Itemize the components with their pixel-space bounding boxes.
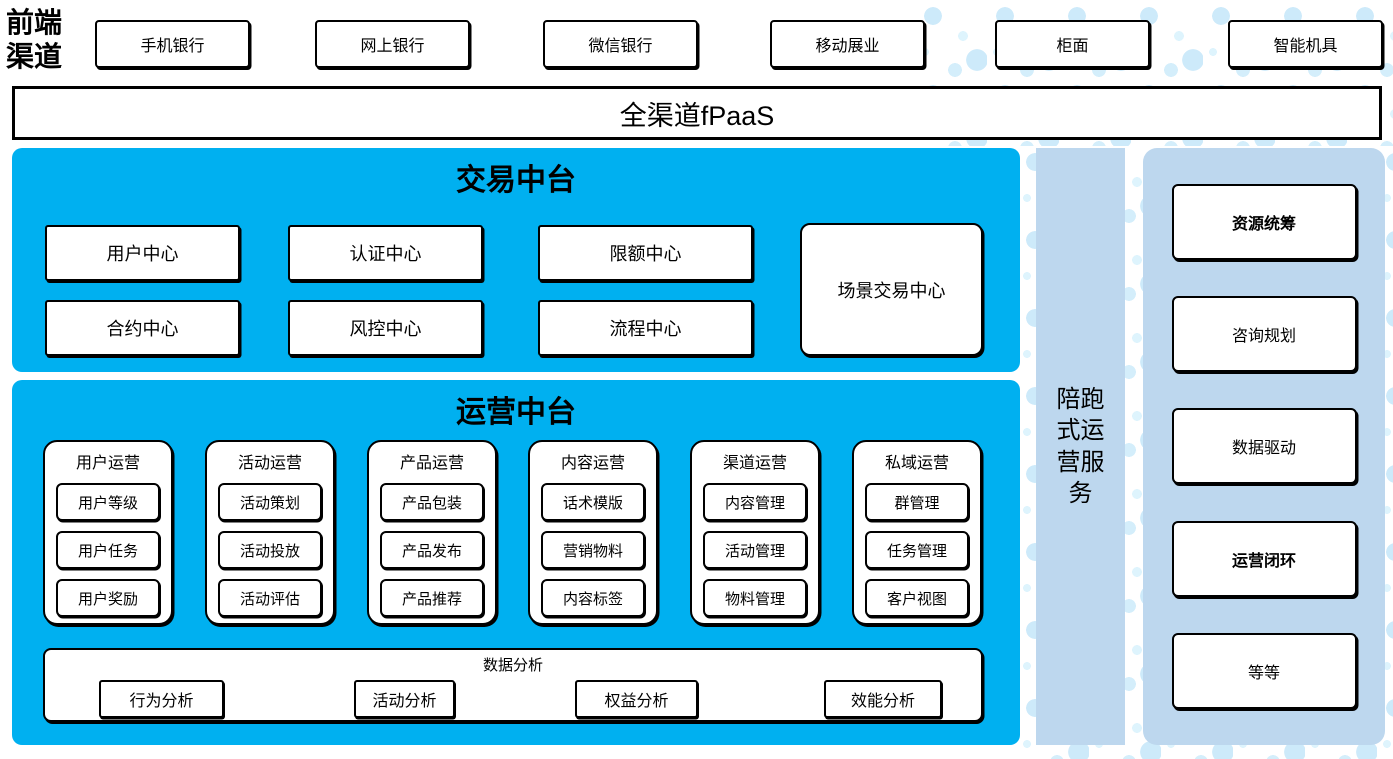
ops-group-title: 用户运营: [75, 455, 140, 472]
ops-item: 任务管理: [865, 531, 969, 569]
channel-box-wechat-banking: 微信银行: [543, 20, 698, 68]
companion-strip-label: 陪跑式运营服务: [1056, 386, 1105, 507]
ops-item: 内容管理: [703, 483, 807, 521]
front-channels-label: 前端渠道: [6, 6, 63, 73]
companion-operation-service-strip: 陪跑式运营服务: [1036, 148, 1125, 745]
data-analytics-container: 数据分析 行为分析 活动分析 权益分析 效能分析: [43, 648, 983, 722]
panel-box-operation-loop: 运营闭环: [1171, 520, 1357, 597]
panel-box-etc: 等等: [1171, 632, 1357, 709]
ops-item: 活动管理: [703, 531, 807, 569]
ops-item: 物料管理: [703, 579, 807, 617]
operations-platform-title: 运营中台: [456, 395, 576, 430]
ops-group-title: 产品运营: [399, 455, 464, 472]
center-box-limit: 限额中心: [538, 225, 753, 281]
ops-item: 产品推荐: [380, 579, 484, 617]
ops-item: 活动策划: [218, 483, 322, 521]
ops-item: 营销物料: [541, 531, 645, 569]
ops-item: 产品发布: [380, 531, 484, 569]
data-analytics-title: 数据分析: [482, 657, 543, 674]
ops-item: 用户奖励: [56, 579, 160, 617]
channel-box-online-banking: 网上银行: [315, 20, 470, 68]
omni-channel-fpaas-bar: 全渠道fPaaS: [12, 86, 1382, 140]
ops-group-content: 内容运营 话术模版 营销物料 内容标签: [528, 440, 658, 625]
ops-item: 用户等级: [56, 483, 160, 521]
ops-group-user: 用户运营 用户等级 用户任务 用户奖励: [43, 440, 173, 625]
trade-platform-section: 交易中台 用户中心 认证中心 限额中心 合约中心 风控中心 流程中心 场景交易中…: [12, 148, 1020, 372]
ops-item: 产品包装: [380, 483, 484, 521]
channel-box-smart-devices: 智能机具: [1228, 20, 1383, 68]
ops-group-title: 私域运营: [884, 455, 949, 472]
center-box-scene-trade: 场景交易中心: [800, 223, 983, 356]
ops-group-title: 渠道运营: [722, 455, 787, 472]
ops-item: 话术模版: [541, 483, 645, 521]
center-box-risk: 风控中心: [288, 300, 483, 356]
analytics-box-rights: 权益分析: [575, 680, 698, 718]
channel-box-mobile-banking: 手机银行: [95, 20, 250, 68]
panel-box-resource-coordination: 资源统筹: [1171, 184, 1357, 261]
center-box-contract: 合约中心: [45, 300, 240, 356]
center-box-user: 用户中心: [45, 225, 240, 281]
channel-box-mobile-marketing: 移动展业: [770, 20, 925, 68]
trade-platform-title: 交易中台: [456, 163, 576, 198]
ops-group-title: 活动运营: [237, 455, 302, 472]
ops-group-activity: 活动运营 活动策划 活动投放 活动评估: [205, 440, 335, 625]
ops-item: 活动评估: [218, 579, 322, 617]
service-capability-panel: 资源统筹 咨询规划 数据驱动 运营闭环 等等: [1143, 148, 1385, 745]
ops-item: 客户视图: [865, 579, 969, 617]
ops-group-channel: 渠道运营 内容管理 活动管理 物料管理: [690, 440, 820, 625]
center-box-process: 流程中心: [538, 300, 753, 356]
panel-box-consulting-planning: 咨询规划: [1171, 296, 1357, 373]
analytics-box-efficiency: 效能分析: [824, 680, 942, 718]
ops-item: 用户任务: [56, 531, 160, 569]
analytics-box-behavior: 行为分析: [99, 680, 224, 718]
analytics-box-activity: 活动分析: [354, 680, 455, 718]
channel-box-counter: 柜面: [995, 20, 1150, 68]
operations-platform-section: 运营中台 用户运营 用户等级 用户任务 用户奖励 活动运营 活动策划 活动投放 …: [12, 380, 1020, 745]
ops-item: 内容标签: [541, 579, 645, 617]
ops-group-title: 内容运营: [560, 455, 625, 472]
ops-item: 活动投放: [218, 531, 322, 569]
panel-box-data-driven: 数据驱动: [1171, 408, 1357, 485]
ops-group-private-domain: 私域运营 群管理 任务管理 客户视图: [852, 440, 982, 625]
ops-item: 群管理: [865, 483, 969, 521]
center-box-auth: 认证中心: [288, 225, 483, 281]
ops-group-product: 产品运营 产品包装 产品发布 产品推荐: [367, 440, 497, 625]
